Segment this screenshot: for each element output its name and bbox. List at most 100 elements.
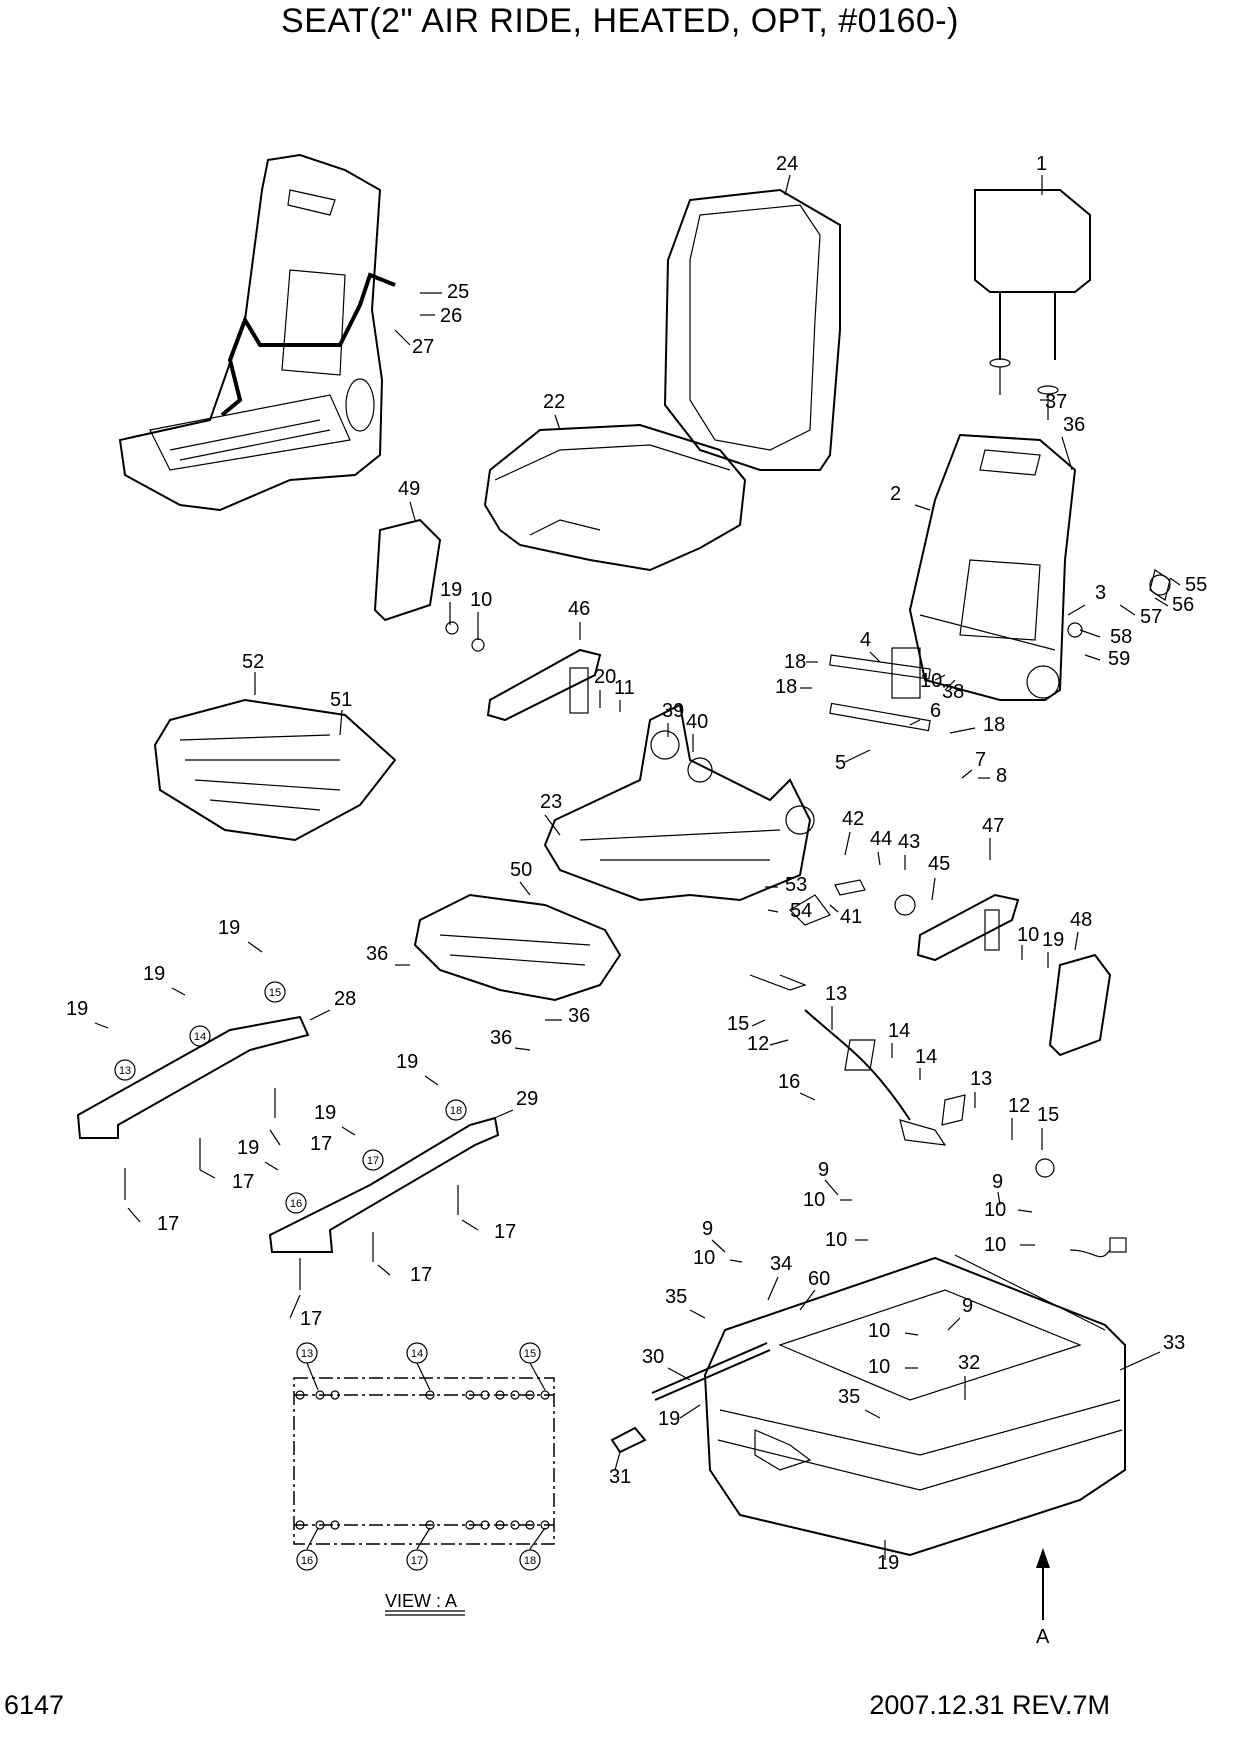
- callout-4: 4: [860, 629, 871, 651]
- callout-58: 58: [1110, 626, 1132, 648]
- circled-callout-17: 17: [411, 1555, 423, 1567]
- callout-40: 40: [686, 711, 708, 733]
- circled-callout-ring: [189, 1025, 211, 1047]
- callout-19: 19: [314, 1102, 336, 1124]
- callout-leader-line: [544, 814, 561, 836]
- circled-callout-18: 18: [524, 1555, 536, 1567]
- callout-27: 27: [412, 336, 434, 358]
- callout-leader-line: [864, 1409, 881, 1419]
- callout-36: 36: [366, 943, 388, 965]
- mounting-hole: [525, 1520, 535, 1530]
- page-number: 6147: [4, 1690, 65, 1720]
- callout-leader-line: [949, 727, 976, 734]
- mounting-hole: [330, 1520, 340, 1530]
- callout-leader-line: [961, 769, 973, 779]
- callout-leader-line: [269, 1129, 281, 1146]
- callout-leader-line: [519, 881, 531, 896]
- callout-41: 41: [840, 906, 862, 928]
- revision-label: 2007.12.31 REV.7M: [869, 1690, 1110, 1720]
- callout-23: 23: [540, 791, 562, 813]
- callout-54: 54: [790, 900, 812, 922]
- circled-callout-ring: [406, 1549, 428, 1571]
- callout-39: 39: [662, 700, 684, 722]
- callout-29: 29: [516, 1088, 538, 1110]
- callout-38: 38: [942, 681, 964, 703]
- right-armrest: [916, 893, 1112, 1057]
- mounting-hole: [510, 1390, 520, 1400]
- callout-56: 56: [1172, 594, 1194, 616]
- callout-leader-line: [127, 1207, 141, 1223]
- callout-leader-line: [339, 709, 343, 736]
- callout-leader-line: [944, 679, 956, 691]
- callout-leader-line: [844, 749, 871, 763]
- circled-callout-ring: [296, 1342, 318, 1364]
- circled-callout-15: 15: [524, 1348, 536, 1360]
- callout-10: 10: [984, 1199, 1006, 1221]
- callout-48: 48: [1070, 909, 1092, 931]
- callout-42: 42: [842, 808, 864, 830]
- callout-13: 13: [825, 983, 847, 1005]
- callout-leader-line: [247, 941, 263, 953]
- callout-24: 24: [776, 153, 798, 175]
- callout-10: 10: [693, 1247, 715, 1269]
- callout-1: 1: [1036, 153, 1047, 175]
- circled-callout-18: 18: [450, 1105, 462, 1117]
- callout-36: 36: [568, 1005, 590, 1027]
- callout-leader-line: [94, 1022, 109, 1029]
- circled-callout-14: 14: [194, 1031, 206, 1043]
- callout-19: 19: [237, 1137, 259, 1159]
- callout-33: 33: [1163, 1332, 1185, 1354]
- backrest-hardware: [829, 569, 1171, 732]
- callout-34: 34: [770, 1253, 792, 1275]
- callout-3: 3: [1095, 582, 1106, 604]
- callout-53: 53: [785, 874, 807, 896]
- callout-10: 10: [803, 1189, 825, 1211]
- mounting-hole: [295, 1390, 305, 1400]
- callout-17: 17: [494, 1221, 516, 1243]
- callout-17: 17: [232, 1171, 254, 1193]
- callout-leader-line: [751, 1019, 766, 1027]
- callout-leader-line: [769, 1039, 789, 1046]
- callout-46: 46: [568, 598, 590, 620]
- callout-19: 19: [440, 579, 462, 601]
- callout-leader-line: [909, 719, 921, 726]
- circled-callout-ring: [406, 1342, 428, 1364]
- callout-10: 10: [984, 1234, 1006, 1256]
- callout-9: 9: [992, 1171, 1003, 1193]
- mounting-hole: [295, 1520, 305, 1530]
- callout-10: 10: [825, 1229, 847, 1251]
- callout-47: 47: [982, 815, 1004, 837]
- seat-cushion: [483, 423, 747, 572]
- seat-back-cushion: [663, 188, 841, 471]
- callout-19: 19: [1042, 929, 1064, 951]
- circled-callout-ring: [114, 1059, 136, 1081]
- callout-17: 17: [300, 1308, 322, 1330]
- callout-leader-line: [799, 1092, 816, 1101]
- view-arrow-a: A: [1036, 1548, 1050, 1648]
- callout-14: 14: [888, 1020, 910, 1042]
- callout-10: 10: [868, 1356, 890, 1378]
- callout-leader-line: [829, 904, 839, 913]
- callout-leader-line: [489, 1109, 514, 1121]
- backrest-frame: [908, 433, 1077, 701]
- callout-leader-line: [409, 501, 416, 521]
- callout-leader-line: [1119, 604, 1136, 616]
- circled-callout-ring: [519, 1549, 541, 1571]
- circled-callout-13: 13: [301, 1348, 313, 1360]
- callout-15: 15: [1037, 1104, 1059, 1126]
- callout-52: 52: [242, 651, 264, 673]
- callout-leader-line: [1169, 577, 1181, 586]
- callout-45: 45: [928, 853, 950, 875]
- mounting-hole: [495, 1390, 505, 1400]
- circled-callout-14: 14: [411, 1348, 423, 1360]
- circled-callout-16: 16: [301, 1555, 313, 1567]
- seat-frame-with-harness: [118, 153, 396, 512]
- callout-19: 19: [143, 963, 165, 985]
- callout-leader-line: [1074, 931, 1079, 951]
- callout-leader-line: [394, 329, 411, 346]
- callout-19: 19: [218, 917, 240, 939]
- callout-37: 37: [1045, 391, 1067, 413]
- circled-callout-ring: [519, 1342, 541, 1364]
